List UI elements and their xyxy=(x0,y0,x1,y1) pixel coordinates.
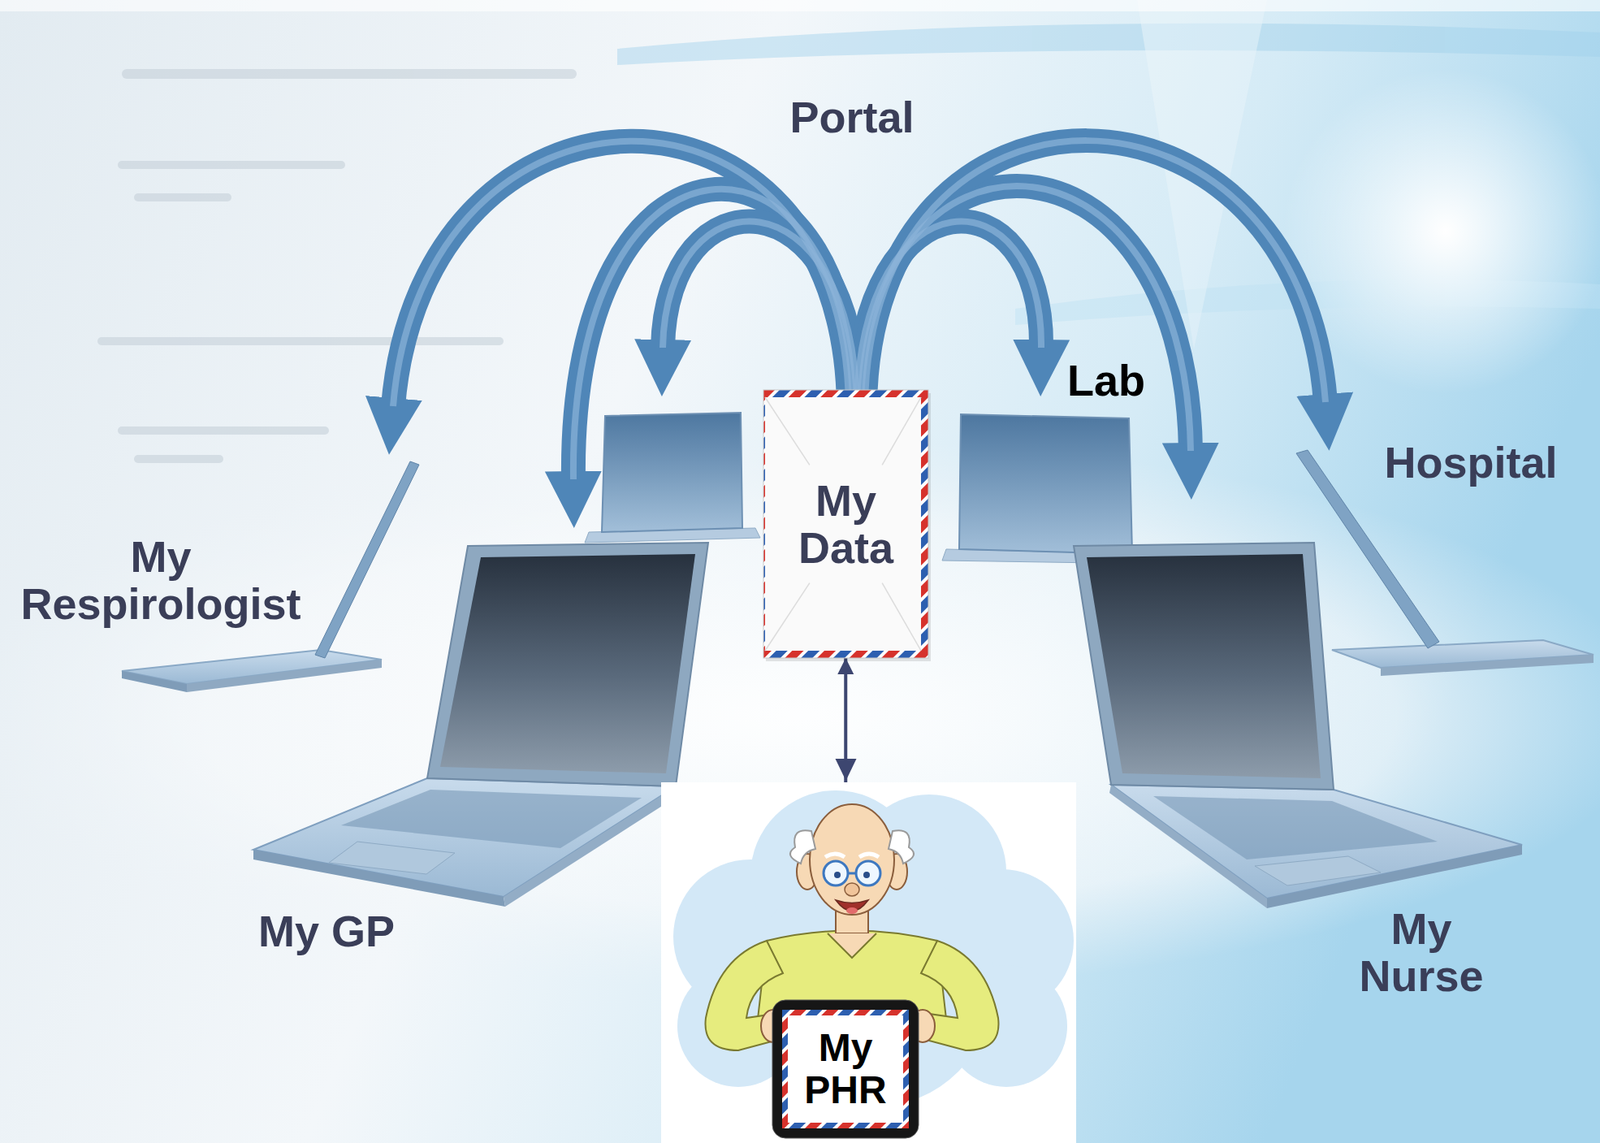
place-label: Portal xyxy=(789,93,914,141)
laptop-back-right xyxy=(942,414,1151,564)
patient-figure xyxy=(661,782,1077,1143)
arrowhead-symbol xyxy=(835,758,857,781)
blurred-code-lines-part xyxy=(117,160,346,169)
portal-arcs-part xyxy=(864,140,1326,407)
head-part xyxy=(888,830,914,864)
node-label: My PHR xyxy=(791,1026,900,1112)
head xyxy=(790,804,914,915)
place-label: My Respirologist xyxy=(6,532,316,628)
white-panel xyxy=(661,782,1077,1143)
laptop-gp-part xyxy=(427,542,709,787)
laptop-respirologist-part xyxy=(315,461,420,658)
laptop-respirologist-part xyxy=(121,670,187,692)
place-label: Hospital xyxy=(1383,438,1557,486)
laptop-gp xyxy=(253,542,709,907)
head-part xyxy=(809,804,895,915)
portal-arcs-part xyxy=(864,140,1326,407)
airmail-border xyxy=(763,389,929,658)
tablet-frame xyxy=(772,999,919,1138)
envelope-crease xyxy=(882,583,922,651)
laptop-nurse-part xyxy=(1254,856,1381,886)
blurred-code-lines-part xyxy=(117,426,329,435)
top-band xyxy=(0,0,1600,12)
head-part xyxy=(790,830,816,864)
laptop-gp-part xyxy=(440,553,696,774)
envelope-shadow xyxy=(765,393,931,662)
airmail-border xyxy=(782,1009,909,1129)
head-part xyxy=(856,860,881,886)
portal-arcs-part xyxy=(662,221,857,407)
envelope-crease xyxy=(765,397,810,465)
portal-arcs-part xyxy=(393,141,849,407)
envelope-face xyxy=(765,397,922,651)
blurred-code-lines-part xyxy=(134,193,232,202)
node-label: My Data xyxy=(778,476,914,572)
head-part xyxy=(844,882,860,896)
place-label: My Nurse xyxy=(1336,904,1507,1000)
laptop-nurse-part xyxy=(1086,553,1321,779)
laptop-hospital-part xyxy=(1380,654,1594,676)
light-glow xyxy=(1283,69,1600,394)
laptop-gp-part xyxy=(341,789,642,848)
laptop-nurse-part xyxy=(1111,784,1523,899)
blurred-code-lines-part xyxy=(134,454,224,463)
place-label: My GP xyxy=(258,907,395,955)
head-part xyxy=(847,872,857,875)
node-content: My PHR xyxy=(772,1008,919,1129)
laptop-back-right-part xyxy=(959,414,1133,554)
laptop-nurse xyxy=(1073,542,1523,909)
collar xyxy=(827,933,877,958)
head-part xyxy=(834,871,841,878)
portal-arcs-part xyxy=(856,221,1042,407)
blurred-code-lines-part xyxy=(121,69,577,79)
tablet-screen xyxy=(787,1015,904,1123)
place-label: Lab xyxy=(1067,356,1146,404)
envelope-node: My Data xyxy=(763,389,929,658)
sky-streaks-part xyxy=(617,23,1600,65)
laptop-respirologist-part xyxy=(186,659,382,692)
laptop-nurse-part xyxy=(1153,795,1438,860)
blurred-code-lines xyxy=(97,69,577,463)
laptop-back-left-part xyxy=(601,412,743,532)
node-content: My Data xyxy=(763,460,929,589)
head-part xyxy=(863,871,870,878)
laptop-gp-part xyxy=(328,841,455,874)
head-part xyxy=(859,853,879,857)
laptop-back-left xyxy=(584,412,761,543)
head-part xyxy=(823,860,848,886)
head-part xyxy=(846,907,858,914)
laptop-nurse-part xyxy=(1073,542,1334,790)
envelope-crease xyxy=(882,397,922,465)
blurred-code-lines-part xyxy=(97,337,504,346)
head-part xyxy=(825,853,845,857)
envelope-crease xyxy=(765,583,810,651)
portal-arcs-part xyxy=(662,221,857,407)
tablet-node: My PHR xyxy=(772,999,919,1138)
